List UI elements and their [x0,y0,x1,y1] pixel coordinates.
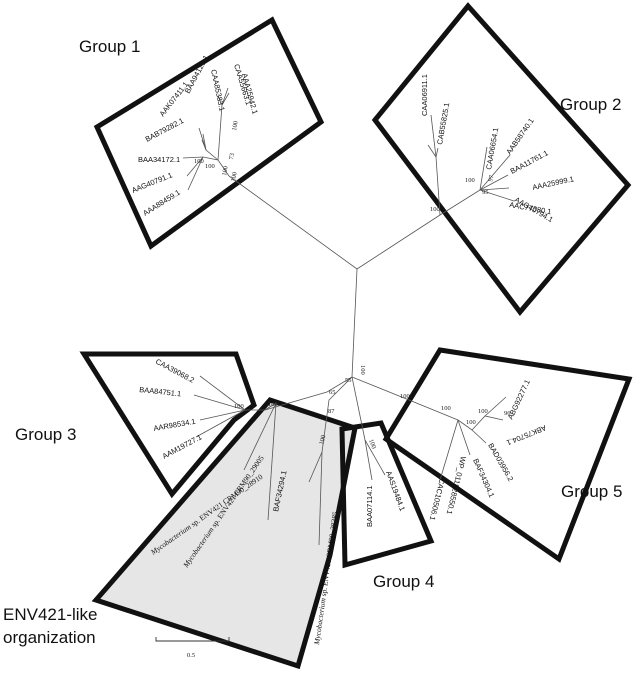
bootstrap-value: 97 [487,174,496,183]
bootstrap-value: 100 [466,419,476,426]
group3-title: Group 3 [15,425,76,444]
bootstrap-value: 100 [430,206,440,213]
taxon-label: AAG40791.1 [130,170,173,194]
scale-bar-label: 0.5 [187,652,195,659]
taxon-label: WP_011828550.1 [445,456,468,516]
env-title-line1: ENV421-like [3,605,98,624]
bootstrap-value: 100 [221,166,230,177]
taxon-label: ABK75704.1 [505,423,547,447]
bootstrap-value: 73 [228,153,236,161]
bootstrap-value: 100 [234,403,244,410]
taxon-label: CAA85383.1 [209,69,227,112]
bootstrap-value: 100 [318,434,327,445]
taxon-label: BAB79282.1 [144,116,185,144]
taxon-label: CAC10506.1 [428,478,447,522]
taxon-label: BAA84751.1 [139,385,182,398]
taxon-label: AAR98534.1 [153,417,196,433]
group1-title: Group 1 [79,37,140,56]
bootstrap-value: 95 [482,189,489,196]
group2-box [371,2,632,316]
taxon-label: BAF34304.1 [471,457,496,499]
env-box [91,397,358,670]
group4-title: Group 4 [373,572,434,591]
bootstrap-value: 100 [231,121,240,132]
bootstrap-value: 100 [367,438,377,450]
group4-box [339,420,435,569]
bootstrap-value: 100 [268,401,278,408]
env-title-line2: organization [3,628,96,647]
bootstrap-value: 100 [441,405,451,412]
taxon-label: CAB55825.1 [435,102,451,145]
bootstrap-value: 100 [194,158,204,165]
taxon-label: CAA39068.2 [154,357,196,385]
taxon-label: AAM19727.1 [161,432,204,460]
bootstrap-value: 55 [345,377,352,384]
bootstrap-value: 65 [329,389,336,396]
group1-box [93,16,325,250]
taxon-label: BAD03956.2 [486,442,515,483]
group5-title: Group 5 [561,482,622,501]
scale-bar: 0.5 [155,637,230,659]
bootstrap-value: 100 [230,172,239,183]
bootstrap-value: 96 [504,410,511,417]
group5-box [382,347,633,563]
tree-branches [182,87,515,546]
group2-title: Group 2 [560,95,621,114]
bootstrap-value: 100 [478,408,488,415]
taxon-label: BAA34172.1 [138,155,180,164]
taxon-label: AAA25999.1 [532,174,575,192]
taxon-label: AAB58740.1 [504,116,536,156]
taxon-label: AAA88459.1 [141,188,181,218]
taxon-label: CAA06911.1 [420,74,429,116]
bootstrap-value: 100 [400,393,410,400]
bootstrap-value: 100 [205,163,215,170]
bootstrap-value: 100 [359,365,366,375]
taxon-label: BAA11761.1 [509,148,550,175]
bootstrap-value: 87 [328,408,335,415]
group3-box [79,351,257,499]
bootstrap-value: 100 [465,177,475,184]
taxon-label: BAA07114.1 [365,485,374,527]
